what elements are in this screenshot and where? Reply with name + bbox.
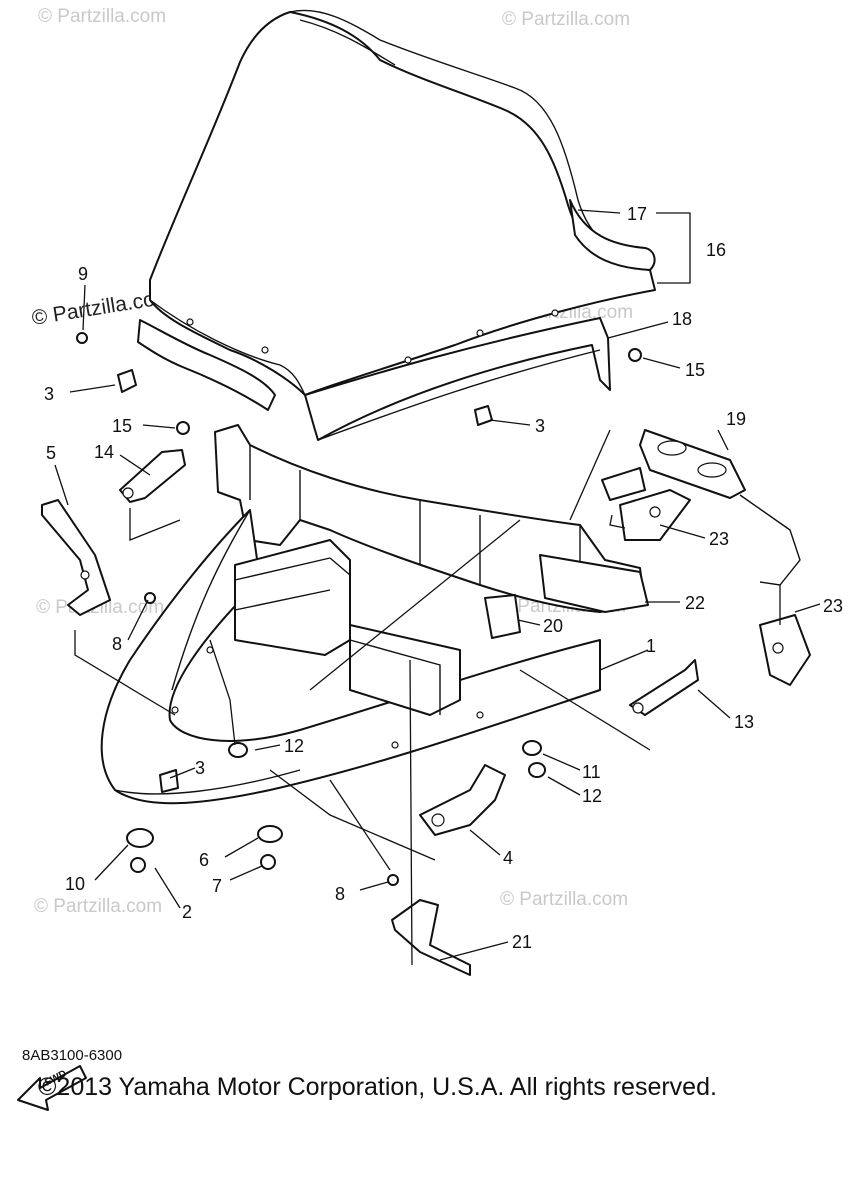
callout-21: 21 xyxy=(512,932,532,952)
callout-4: 4 xyxy=(503,848,513,868)
watermark: © Partzilla.com xyxy=(36,597,164,618)
callout-23b: 23 xyxy=(823,596,843,616)
callout-16: 16 xyxy=(706,240,726,260)
front-cowl-part xyxy=(100,509,601,805)
callout-12: 12 xyxy=(284,736,304,756)
copyright-notice: ©2013 Yamaha Motor Corporation, U.S.A. A… xyxy=(38,1073,717,1101)
seat-base-part xyxy=(137,309,611,441)
callout-3c: 3 xyxy=(195,758,205,778)
callout-6: 6 xyxy=(199,850,209,870)
guide-lines xyxy=(74,429,781,966)
callout-12b: 12 xyxy=(582,786,602,806)
leader-lines xyxy=(54,209,821,961)
callout-7: 7 xyxy=(212,876,222,896)
callout-3: 3 xyxy=(44,384,54,404)
callout-18: 18 xyxy=(672,309,692,329)
callout-11: 11 xyxy=(582,762,601,782)
seat-latch-part xyxy=(601,429,811,686)
watermark: © Partzilla.com xyxy=(34,896,162,917)
callout-10: 10 xyxy=(65,874,85,894)
callout-labels: 1 2 3 3 3 4 5 6 7 8 8 9 10 11 12 12 13 1… xyxy=(44,204,843,952)
foam-block-part xyxy=(539,554,649,613)
part-code: 8AB3100-6300 xyxy=(22,1047,123,1064)
fasteners xyxy=(76,332,642,886)
seat-cushion-part xyxy=(149,9,656,396)
callout-13: 13 xyxy=(734,712,754,732)
callout-8: 8 xyxy=(112,634,122,654)
callout-23: 23 xyxy=(709,529,729,549)
bracket-13-part xyxy=(629,659,699,716)
callout-15b: 15 xyxy=(685,360,705,380)
callout-14: 14 xyxy=(94,442,114,462)
callout-22: 22 xyxy=(685,593,705,613)
bracket-5-part xyxy=(41,499,111,616)
callout-2: 2 xyxy=(182,902,192,922)
callout-19: 19 xyxy=(726,409,746,429)
callout-8b: 8 xyxy=(335,884,345,904)
callout-9: 9 xyxy=(78,264,88,284)
callout-15: 15 xyxy=(112,416,132,436)
watermark: © Partzilla.com xyxy=(38,6,166,27)
watermark: © Partzilla.com xyxy=(502,9,630,30)
callout-1: 1 xyxy=(646,636,656,656)
callout-5: 5 xyxy=(46,443,56,463)
bracket-21-part xyxy=(391,899,471,976)
bracket-4-part xyxy=(419,764,506,836)
pad-part xyxy=(484,594,521,639)
bracket-14-part xyxy=(119,449,186,503)
watermark: © Partzilla.com xyxy=(500,889,628,910)
callout-3b: 3 xyxy=(535,416,545,436)
callout-20: 20 xyxy=(543,616,563,636)
callout-17: 17 xyxy=(627,204,647,224)
